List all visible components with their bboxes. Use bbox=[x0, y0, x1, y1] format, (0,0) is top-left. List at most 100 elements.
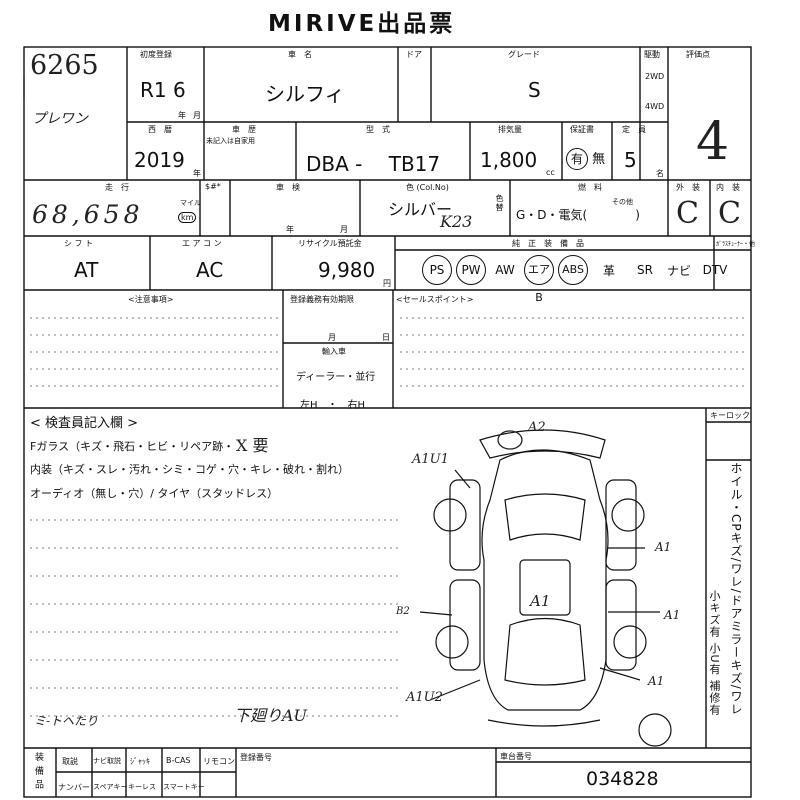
drive-2wd: 2WD bbox=[645, 72, 665, 81]
color-label: 色 (Col.No) bbox=[406, 183, 449, 192]
disp-label: 排気量 bbox=[498, 125, 522, 134]
reg-number-label: 登録番号 bbox=[240, 753, 272, 762]
warranty-label: 保証書 bbox=[570, 125, 594, 134]
footer-item-navi-manual: ナビ取説 bbox=[93, 757, 121, 765]
equip-navi: ナビ bbox=[666, 263, 691, 278]
import-hand: 左H ・ 右H bbox=[300, 400, 366, 411]
equip-aw: AW bbox=[495, 263, 515, 277]
footer-item-sparekey: スペアキー bbox=[93, 783, 128, 791]
disp-value: 1,800 bbox=[480, 148, 538, 172]
capacity-value: 5 bbox=[624, 148, 637, 172]
mark-a1-right2: A1 bbox=[664, 608, 681, 622]
grade-label: グレード bbox=[508, 50, 540, 59]
color-change: 色替 bbox=[495, 194, 504, 212]
fuel-label: 燃 料 bbox=[578, 183, 602, 192]
fglass-mark: X 要 bbox=[236, 436, 269, 455]
seireki-year-unit: 年 bbox=[193, 169, 201, 178]
mark-a1-right3: A1 bbox=[648, 674, 665, 688]
deadline-label: 登録義務有効期限 bbox=[290, 295, 354, 304]
shift-label: シ フ ト bbox=[64, 239, 94, 248]
capacity-label: 定 員 bbox=[622, 125, 646, 134]
equip-abs: ABS bbox=[558, 255, 588, 285]
drive-4wd: 4WD bbox=[645, 102, 665, 111]
shift-value: AT bbox=[74, 258, 99, 282]
import-dealer: ディーラー・並行 bbox=[296, 372, 376, 383]
score-label: 評価点 bbox=[686, 50, 710, 59]
fuel-value: G・D・電気( ) bbox=[516, 208, 640, 222]
mark-a1-center: A1 bbox=[530, 592, 551, 610]
side-damage-text: ホイル・CPキズ/ワレ/ドアミラーキズ/ワレ bbox=[729, 462, 743, 716]
recycle-value: 9,980 bbox=[318, 258, 376, 282]
equip-label: 純 正 装 備 品 bbox=[512, 239, 584, 248]
carname-label: 車 名 bbox=[288, 50, 312, 59]
score-value: 4 bbox=[696, 112, 730, 172]
inspector-title: < 検査員記入欄 > bbox=[30, 416, 139, 431]
drive-label: 駆動 bbox=[644, 50, 660, 59]
inspector-fglass: Fガラス（キズ・飛石・ヒビ・リペア跡・ bbox=[30, 440, 235, 453]
equip-leather: 革 bbox=[602, 263, 615, 278]
car-diagram bbox=[419, 429, 672, 747]
tv-label: ｶﾞﾗｽﾁｭｰﾅｰ・他 bbox=[716, 241, 756, 248]
capacity-unit: 名 bbox=[656, 169, 664, 178]
footer-item-keyless: キーレス bbox=[128, 783, 156, 791]
door-label: ドア bbox=[406, 50, 422, 59]
disp-unit: cc bbox=[546, 168, 555, 177]
color-value: シルバー bbox=[388, 200, 453, 219]
shareki-label: 車 歴 bbox=[232, 125, 256, 134]
grade-value: S bbox=[528, 78, 541, 102]
footer-item-smartkey: スマートキー bbox=[163, 783, 205, 791]
inspector-audio: オーディオ（無し・穴）/ タイヤ（スタッドレス） bbox=[30, 487, 279, 500]
bottom-left-note: ミ-トヘたり bbox=[34, 714, 99, 728]
seireki-label: 西 暦 bbox=[148, 125, 172, 134]
chassis-value: 034828 bbox=[586, 768, 659, 790]
shareki-note: 未記入は自家用 bbox=[206, 137, 255, 145]
mark-a2: A2 bbox=[528, 420, 546, 435]
mileage-unit-mile: マイル bbox=[180, 199, 201, 207]
footer-item-jack: ｼﾞｬｯｷ bbox=[130, 757, 150, 766]
seireki-value: 2019 bbox=[134, 148, 185, 172]
carname-value: シルフィ bbox=[265, 82, 345, 106]
reg-month-unit: 月 bbox=[193, 111, 201, 120]
equip-ps: PS bbox=[422, 255, 452, 285]
recycle-unit: 円 bbox=[383, 279, 391, 288]
int-label: 内 装 bbox=[716, 183, 740, 192]
equip-pw: PW bbox=[456, 255, 486, 285]
deadline-day-unit: 日 bbox=[382, 333, 390, 342]
model-label: 型 式 bbox=[366, 125, 390, 134]
warranty-yes: 有 bbox=[566, 148, 588, 170]
equip-airbag: エアB bbox=[524, 255, 554, 304]
footer-equip-label: 装 備 品 bbox=[33, 752, 43, 790]
equip-dtv: DTV bbox=[702, 263, 728, 277]
footer-item-remote: リモコン bbox=[203, 757, 235, 766]
footer-item-number: ナンバー bbox=[58, 783, 90, 792]
notes-label: <注意事項> bbox=[128, 295, 174, 304]
bottom-mid-note: 下廻りAU bbox=[234, 706, 308, 725]
sdollar-label: $#* bbox=[205, 182, 221, 191]
ext-label: 外 装 bbox=[676, 183, 700, 192]
footer-item-torisetsu: 取説 bbox=[62, 757, 78, 766]
import-label: 輸入車 bbox=[322, 347, 346, 356]
deadline-month-unit: 月 bbox=[328, 333, 336, 342]
reg-year-unit: 年 bbox=[178, 111, 186, 120]
warranty-no: 無 bbox=[592, 152, 606, 167]
recycle-label: リサイクル預託金 bbox=[298, 239, 362, 248]
mileage-label: 走 行 bbox=[105, 183, 129, 192]
reg-value: R1 6 bbox=[140, 78, 186, 102]
ext-grade: C bbox=[676, 196, 699, 231]
mark-a1u1: A1U1 bbox=[412, 452, 449, 467]
inspection-year-unit: 年 bbox=[286, 225, 294, 234]
reg-label: 初度登録 bbox=[140, 50, 172, 59]
corner-note: プレワン bbox=[32, 111, 88, 127]
keylock-label: キーロック bbox=[710, 411, 750, 420]
lot-number: 6265 bbox=[30, 50, 99, 81]
inspection-month-unit: 月 bbox=[340, 225, 348, 234]
inspection-label: 車 検 bbox=[276, 183, 300, 192]
mark-a1-right1: A1 bbox=[655, 540, 672, 554]
footer-item-bcas: B-CAS bbox=[166, 756, 191, 765]
color-code: K23 bbox=[440, 212, 473, 231]
ac-value: AC bbox=[196, 258, 224, 282]
equip-sr: SR bbox=[637, 263, 653, 277]
model-value: DBA - TB17 bbox=[306, 152, 441, 176]
fuel-other: その他 bbox=[612, 198, 633, 206]
